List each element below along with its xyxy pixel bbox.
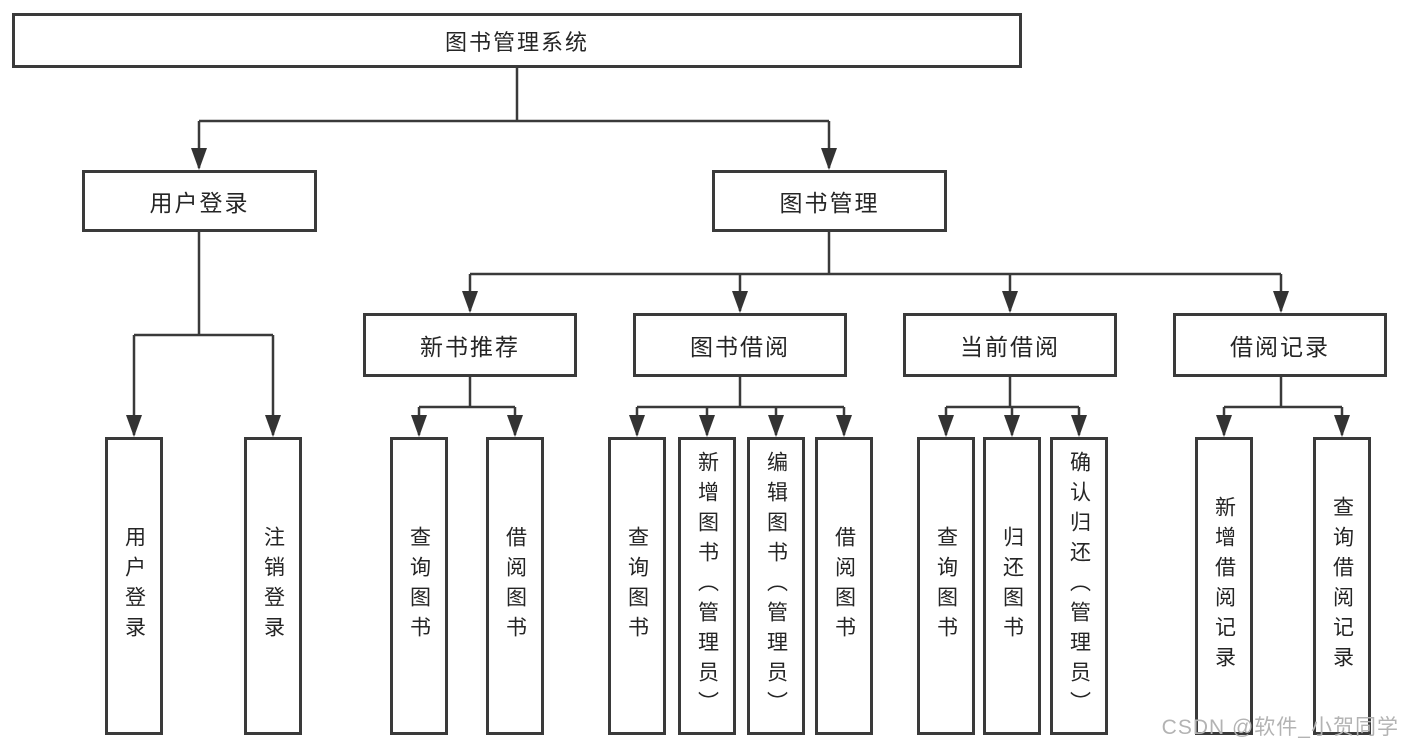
- leaf-logout: 注销登录: [244, 437, 302, 735]
- connector-user-login-to-leaves: [132, 232, 275, 435]
- node-book-management: 图书管理: [712, 170, 947, 232]
- leaf-current-return-books: 归还图书: [983, 437, 1041, 735]
- node-label: 查询借阅记录: [1330, 496, 1354, 676]
- node-label: 确认归还（管理员）: [1067, 451, 1091, 721]
- leaf-records-query-record: 查询借阅记录: [1313, 437, 1371, 735]
- leaf-records-add-record: 新增借阅记录: [1195, 437, 1253, 735]
- leaf-borrow-edit-books-admin: 编辑图书（管理员）: [747, 437, 805, 735]
- node-label: 归还图书: [1000, 526, 1024, 646]
- node-borrow-records: 借阅记录: [1173, 313, 1387, 377]
- connector-borrow-records-to-leaves: [1222, 377, 1344, 435]
- node-label: 借阅图书: [832, 526, 856, 646]
- leaf-current-query-books: 查询图书: [917, 437, 975, 735]
- node-label: 查询图书: [625, 526, 649, 646]
- leaf-borrow-query-books: 查询图书: [608, 437, 666, 735]
- node-label: 图书管理系统: [444, 29, 589, 55]
- arrowheads: [126, 148, 1350, 437]
- leaf-recommend-borrow-books: 借阅图书: [486, 437, 544, 735]
- node-label: 注销登录: [261, 526, 285, 646]
- connector-root-to-level2: [197, 68, 831, 168]
- node-label: 用户登录: [149, 190, 250, 216]
- connector-book-management-to-level3: [468, 232, 1283, 311]
- node-user-login: 用户登录: [82, 170, 317, 232]
- leaf-user-login: 用户登录: [105, 437, 163, 735]
- node-label: 当前借阅: [960, 334, 1060, 360]
- leaf-borrow-borrow-books: 借阅图书: [815, 437, 873, 735]
- leaf-borrow-add-books-admin: 新增图书（管理员）: [678, 437, 736, 735]
- node-label: 用户登录: [122, 526, 146, 646]
- connector-new-book-rec-to-leaves: [417, 377, 517, 435]
- node-label: 图书管理: [779, 190, 880, 216]
- csdn-watermark: CSDN @软件_小贺同学: [1161, 716, 1399, 739]
- leaf-recommend-query-books: 查询图书: [390, 437, 448, 735]
- leaf-current-confirm-return-admin: 确认归还（管理员）: [1050, 437, 1108, 735]
- node-root: 图书管理系统: [12, 13, 1022, 68]
- node-new-book-recommend: 新书推荐: [363, 313, 577, 377]
- node-label: 新书推荐: [420, 334, 520, 360]
- node-label: 编辑图书（管理员）: [764, 451, 788, 721]
- node-label: 新增图书（管理员）: [695, 451, 719, 721]
- node-label: 新增借阅记录: [1212, 496, 1236, 676]
- node-book-borrow: 图书借阅: [633, 313, 847, 377]
- connector-book-borrow-to-leaves: [635, 377, 846, 435]
- node-label: 查询图书: [407, 526, 431, 646]
- node-label: 借阅图书: [503, 526, 527, 646]
- node-current-borrow: 当前借阅: [903, 313, 1117, 377]
- node-label: 图书借阅: [690, 334, 790, 360]
- node-label: 查询图书: [934, 526, 958, 646]
- node-label: 借阅记录: [1230, 334, 1330, 360]
